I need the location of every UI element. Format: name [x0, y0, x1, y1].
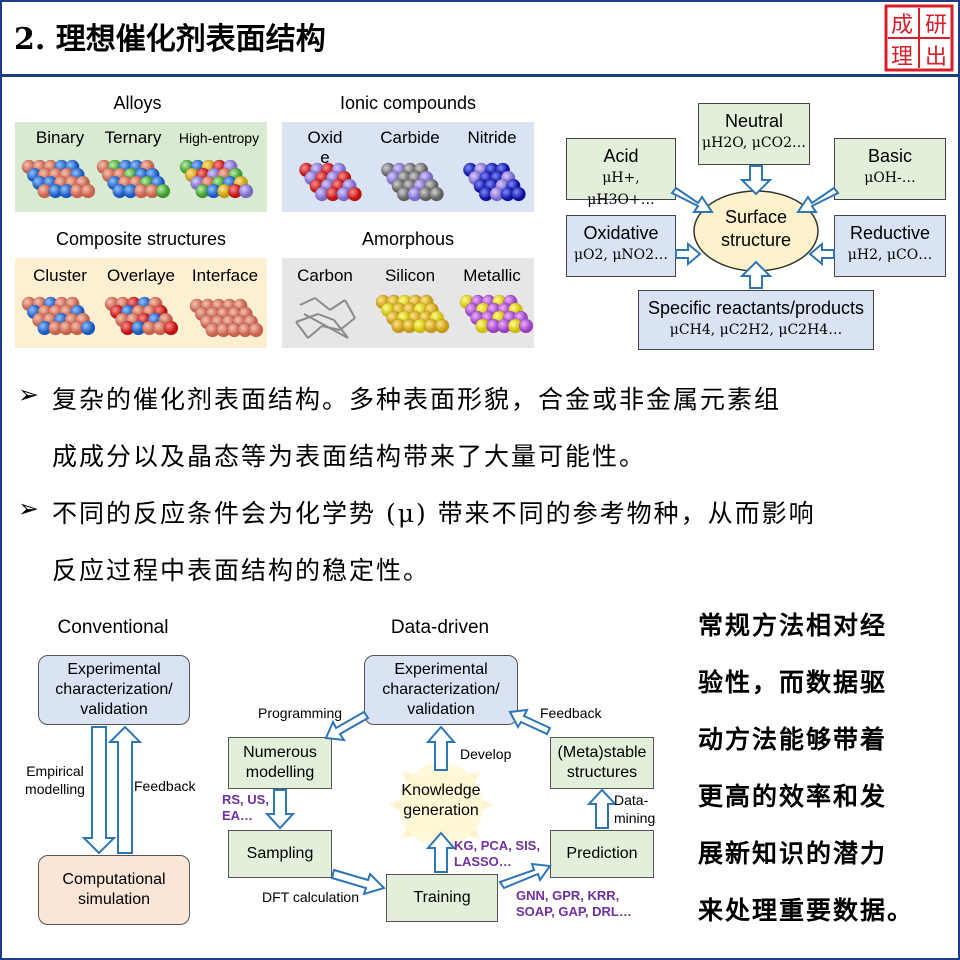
alloys-title: Alloys: [15, 93, 260, 114]
env-reductive-box: Reductive μH2, μCO…: [834, 215, 946, 277]
bullet-1-line1: 复杂的催化剂表面结构。多种表面形貌，合金或非金属元素组: [52, 380, 781, 416]
env-neutral-box: Neutral μH2O, μCO2…: [698, 103, 810, 165]
side-text-line: 更高的效率和发: [698, 777, 887, 813]
svg-text:研: 研: [925, 13, 947, 38]
dd-feedback-label: Feedback: [540, 705, 601, 721]
amorphous-title: Amorphous: [282, 229, 534, 250]
title-divider: [2, 74, 958, 77]
env-specific-label: Specific reactants/products: [639, 297, 873, 319]
env-oxidative-mu: μO2, μNO2…: [567, 244, 675, 266]
ionic-carbide-label: Carbide: [370, 128, 450, 148]
side-text-line: 常规方法相对经: [698, 606, 887, 642]
dd-sampling-box: Sampling: [228, 830, 332, 878]
env-oxidative-label: Oxidative: [567, 222, 675, 244]
bullet-2-line1: 不同的反应条件会为化学势 (μ) 带来不同的参考物种，从而影响: [52, 494, 816, 530]
composite-cluster-label: Cluster: [22, 266, 98, 286]
dd-datamining-label: Data-mining: [614, 791, 664, 827]
svg-text:出: 出: [925, 45, 947, 70]
env-reductive-label: Reductive: [835, 222, 945, 244]
dd-prediction-box: Prediction: [550, 830, 654, 878]
env-basic-box: Basic μOH-…: [834, 138, 946, 200]
dd-sampling-methods: RS, US, EA…: [222, 792, 276, 824]
conv-feedback-label: Feedback: [134, 778, 195, 794]
env-acid-label: Acid: [567, 145, 675, 167]
dd-modelling-box: Numerous modelling: [228, 737, 332, 789]
surface-label-line2: structure: [696, 229, 816, 252]
datadriven-title: Data-driven: [360, 617, 520, 639]
alloy-ternary-label: Ternary: [97, 128, 169, 148]
amorphous-metallic-label: Metallic: [452, 266, 532, 286]
dd-stable-box: (Meta)stable structures: [550, 737, 654, 789]
alloy-binary-label: Binary: [25, 128, 95, 148]
env-reductive-mu: μH2, μCO…: [835, 244, 945, 266]
surface-structure-label: Surface structure: [696, 206, 816, 252]
env-basic-mu: μOH-…: [835, 167, 945, 189]
composite-overlayer-label: Overlaye: [100, 266, 182, 286]
composite-interface-label: Interface: [184, 266, 266, 286]
bullet-2-marker: ➢: [18, 494, 41, 523]
svg-text:理: 理: [891, 45, 913, 70]
conv-simulation-box: Computational simulation: [38, 855, 190, 925]
side-text-line: 验性，而数据驱: [698, 663, 887, 699]
ionic-nitride-label: Nitride: [452, 128, 532, 148]
svg-text:成: 成: [891, 13, 913, 38]
bullet-2-line2: 反应过程中表面结构的稳定性。: [52, 551, 430, 587]
composite-title: Composite structures: [15, 229, 267, 250]
env-specific-mu: μCH4, μC2H2, μC2H4…: [639, 319, 873, 341]
env-acid-box: Acid μH+, μH3O+…: [566, 138, 676, 200]
ionic-oxide-label-suffix: e: [315, 148, 335, 168]
surface-label-line1: Surface: [696, 206, 816, 229]
dd-training-box: Training: [386, 874, 498, 922]
alloy-highentropy-label: High-entropy: [170, 130, 268, 146]
bullet-1-marker: ➢: [18, 380, 41, 409]
amorphous-carbon-label: Carbon: [285, 266, 365, 286]
env-neutral-label: Neutral: [699, 110, 809, 132]
amorphous-silicon-label: Silicon: [370, 266, 450, 286]
side-text-line: 动方法能够带着: [698, 720, 887, 756]
env-neutral-mu: μH2O, μCO2…: [699, 132, 809, 154]
dd-kg-methods: KG, PCA, SIS, LASSO…: [454, 838, 544, 870]
side-text-line: 来处理重要数据。: [698, 891, 914, 927]
dd-develop-label: Develop: [460, 746, 511, 762]
conv-empirical-label: Empirical modelling: [18, 762, 92, 798]
side-text-line: 展新知识的潜力: [698, 834, 887, 870]
env-oxidative-box: Oxidative μO2, μNO2…: [566, 215, 676, 277]
dd-ml-methods: GNN, GPR, KRR, SOAP, GAP, DRL…: [516, 888, 646, 920]
dd-experimental-box: Experimental characterization/ validatio…: [364, 655, 518, 725]
page-title: 2. 理想催化剂表面结构: [14, 14, 326, 58]
seal-logo: 成 研 理 出: [884, 4, 954, 72]
ionic-title: Ionic compounds: [282, 93, 534, 114]
env-acid-mu: μH+, μH3O+…: [567, 167, 675, 211]
dd-dft-label: DFT calculation: [262, 889, 359, 905]
dd-knowledge-label: Knowledge generation: [384, 781, 498, 821]
ionic-oxide-label: Oxid: [290, 128, 360, 148]
env-specific-box: Specific reactants/products μCH4, μC2H2,…: [638, 290, 874, 350]
bullet-1-line2: 成成分以及晶态等为表面结构带来了大量可能性。: [52, 437, 646, 473]
env-basic-label: Basic: [835, 145, 945, 167]
conv-experimental-box: Experimental characterization/ validatio…: [38, 655, 190, 725]
conventional-title: Conventional: [38, 617, 188, 639]
dd-programming-label: Programming: [258, 705, 342, 721]
